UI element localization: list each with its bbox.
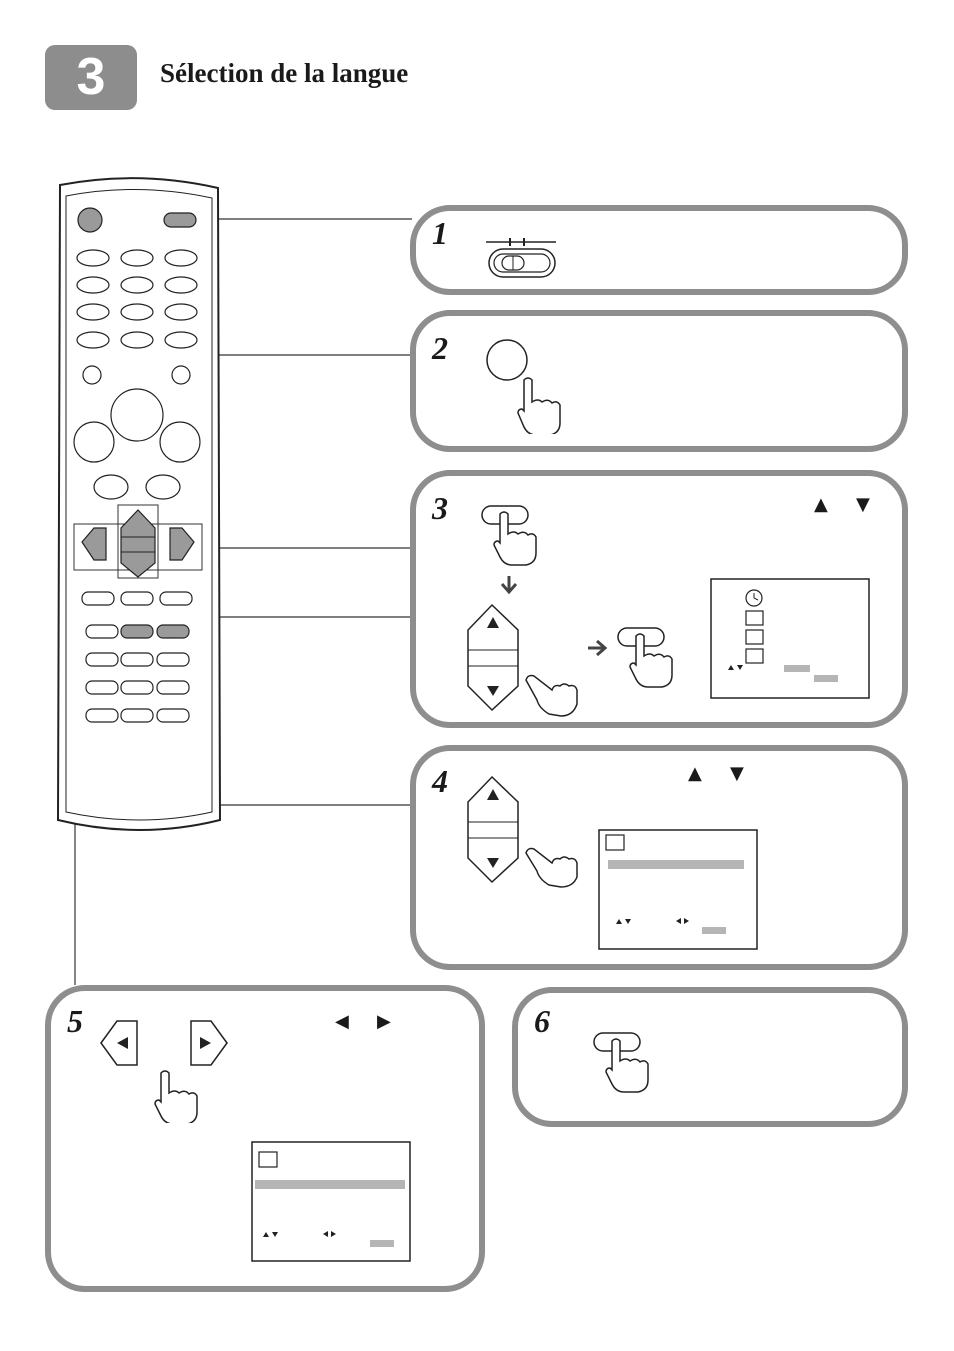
- updown-key-press: [464, 773, 584, 893]
- rec-icon: [746, 611, 763, 625]
- press-power-icon: [480, 334, 570, 434]
- remote-power-button: [78, 208, 102, 232]
- arrow-down-icon: ▼: [856, 494, 870, 515]
- step-1-number: 1: [432, 215, 448, 252]
- language-screen-display-2: [251, 1141, 415, 1265]
- leftright-key-press: [97, 1013, 237, 1123]
- remote-menu-key: [121, 625, 153, 638]
- remote-ok-key: [157, 625, 189, 638]
- language-screen-display: [598, 829, 760, 953]
- language-icon: [606, 835, 624, 850]
- arrow-down-icon: ▼: [730, 763, 744, 784]
- arrow-up-icon: ▲: [814, 494, 828, 515]
- step-6-panel: 6: [512, 987, 908, 1127]
- remote-body: [58, 178, 220, 830]
- step-2-panel: 2: [410, 310, 908, 452]
- arrow-left-icon: ◀: [335, 1011, 349, 1032]
- step-6-number: 6: [534, 1003, 550, 1040]
- step-2-number: 2: [432, 330, 448, 367]
- language-icon: [746, 649, 763, 663]
- step-4-number: 4: [432, 763, 448, 800]
- tuner-icon: [746, 630, 763, 644]
- menu-screen-display: [710, 578, 870, 700]
- press-key-icon: [590, 1027, 660, 1107]
- arrow-right-icon: ▶: [377, 1011, 391, 1032]
- menu-key-sequence: [464, 500, 704, 720]
- step-5-panel: 5 ◀ ▶: [45, 985, 485, 1292]
- remote-switch: [164, 213, 196, 227]
- arrow-up-icon: ▲: [688, 763, 702, 784]
- step-5-number: 5: [67, 1003, 83, 1040]
- step-4-panel: 4 ▲ ▼: [410, 745, 908, 970]
- step-3-panel: 3 ▲ ▼: [410, 470, 908, 728]
- step-3-number: 3: [432, 490, 448, 527]
- switch-icon: [484, 235, 564, 281]
- language-icon: [259, 1152, 277, 1167]
- step-1-panel: 1: [410, 205, 908, 295]
